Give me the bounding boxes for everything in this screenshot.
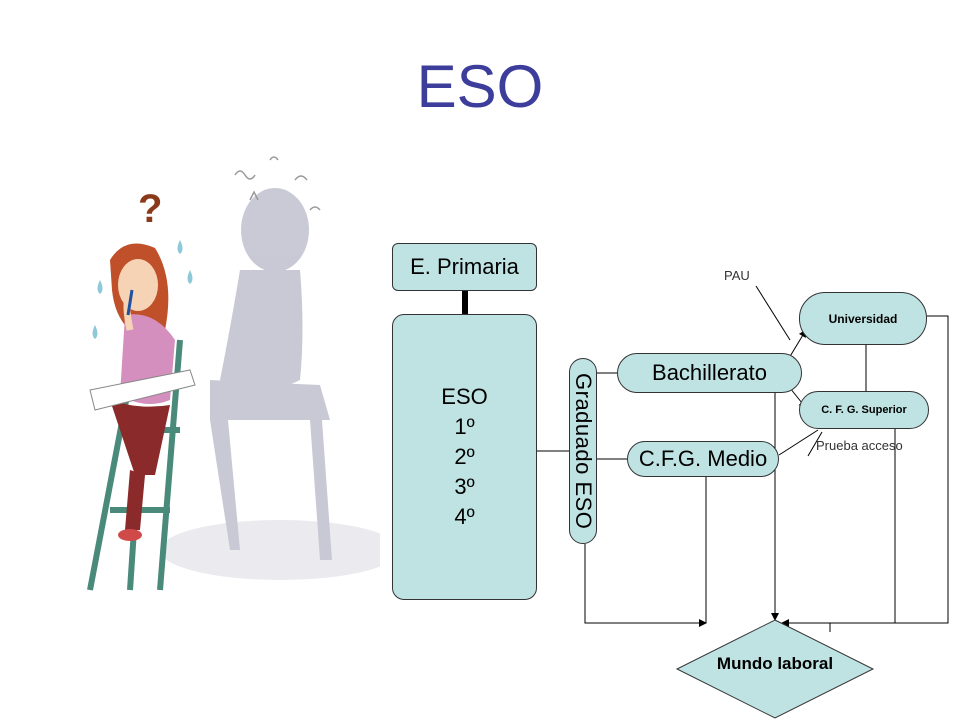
primaria-label: E. Primaria: [410, 254, 519, 279]
shadow-silhouette: [160, 188, 380, 580]
pau-label: PAU: [724, 268, 750, 283]
primaria-box: E. Primaria: [392, 243, 537, 291]
eso-box: ESO 1º 2º 3º 4º: [392, 314, 537, 600]
bachillerato-label: Bachillerato: [652, 360, 767, 385]
bachillerato-box: Bachillerato: [617, 353, 802, 393]
eso-course: 1º: [454, 414, 475, 439]
slide-title: ESO: [416, 53, 544, 120]
eso-course: 3º: [454, 474, 475, 499]
universidad-box: Universidad: [799, 292, 927, 345]
eso-course: 2º: [454, 444, 475, 469]
mundo-laboral-label: Mundo laboral: [716, 654, 834, 673]
eso-label: ESO: [441, 384, 488, 409]
cfg-medio-box: C.F.G. Medio: [627, 441, 779, 477]
worry-drops: [92, 240, 193, 339]
graduado-mundo-link: [584, 544, 707, 627]
mundo-laboral-shape: [675, 619, 875, 719]
question-mark: ?: [138, 187, 162, 231]
cfg-superior-box: C. F. G. Superior: [799, 391, 929, 429]
eso-course: 4º: [454, 504, 475, 529]
graduado-box: Graduado ESO: [569, 358, 597, 544]
cfg-superior-label: C. F. G. Superior: [821, 404, 907, 416]
girl-thinking-illustration: ?: [87, 156, 380, 591]
graduado-label: Graduado ESO: [571, 372, 596, 530]
prueba-acceso-label: Prueba acceso: [816, 438, 903, 453]
cfg-medio-label: C.F.G. Medio: [638, 446, 768, 471]
universidad-label: Universidad: [828, 311, 898, 326]
primaria-eso-link: [462, 291, 468, 315]
